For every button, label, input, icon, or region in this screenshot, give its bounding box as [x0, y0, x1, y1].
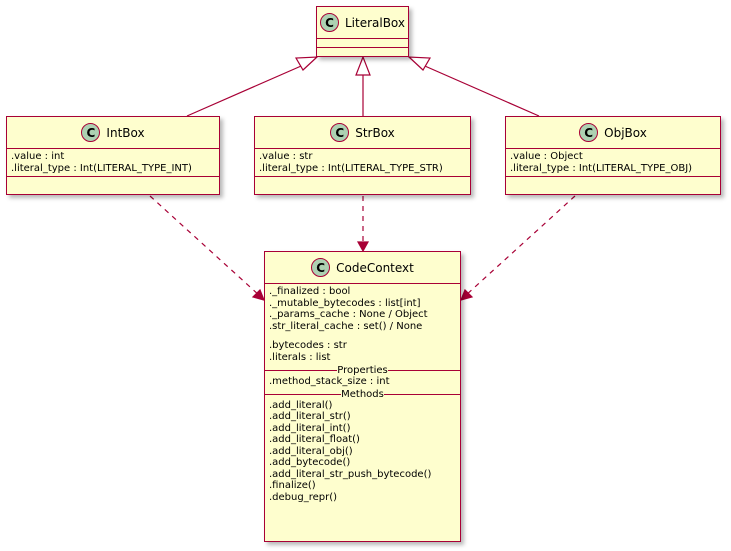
field: .literal_type : Int(LITERAL_TYPE_INT) [11, 162, 192, 174]
class-name: StrBox [355, 125, 395, 140]
class-codecontext-header: C CodeContext [265, 252, 460, 283]
properties-title: Properties [337, 365, 388, 376]
attributes-compartment: .value : Object .literal_type : Int(LITE… [506, 148, 720, 176]
properties-separator: Properties [265, 365, 460, 376]
class-stereotype-icon: C [311, 258, 331, 277]
class-strbox[interactable]: C StrBox .value : str .literal_type : In… [254, 116, 471, 195]
method: .add_literal() [269, 399, 333, 411]
class-name: ObjBox [604, 125, 647, 140]
inherit-arrowhead-strbox [355, 55, 371, 76]
methods-compartment [255, 176, 470, 177]
class-stereotype-icon: C [81, 123, 101, 142]
dependency-edge-intbox [149, 195, 261, 297]
dependency-edge-objbox [464, 195, 576, 297]
field-group-spacer [269, 332, 460, 340]
method: .add_literal_str() [269, 411, 351, 422]
class-name: CodeContext [336, 260, 414, 275]
field: .value : str [259, 151, 313, 162]
field: .literal_type : Int(LITERAL_TYPE_STR) [259, 162, 443, 174]
method: .add_literal_int() [269, 422, 351, 434]
field: .value : int [11, 151, 65, 162]
field: .value : Object [510, 151, 583, 162]
method: .add_bytecode() [269, 457, 351, 468]
properties-compartment: .method_stack_size : int [265, 376, 460, 389]
field: ._mutable_bytecodes : list[int] [269, 297, 421, 309]
field: ._params_cache : None / Object [269, 309, 428, 320]
methods-title: Methods [341, 388, 384, 400]
dependency-arrowhead-objbox [459, 288, 474, 301]
inherit-arrowhead-objbox [407, 56, 432, 71]
attributes-compartment: ._finalized : bool ._mutable_bytecodes :… [265, 283, 460, 365]
property: .method_stack_size : int [269, 376, 390, 387]
inherit-edge-intbox [186, 62, 309, 117]
method: .debug_repr() [269, 491, 338, 503]
method: .add_literal_obj() [269, 445, 353, 457]
class-intbox-header: C IntBox [7, 117, 219, 148]
class-stereotype-icon: C [330, 123, 350, 142]
field: ._finalized : bool [269, 286, 351, 297]
field: .bytecodes : str [269, 340, 347, 351]
methods-compartment [317, 47, 408, 48]
class-name: IntBox [106, 125, 145, 140]
method: .add_literal_float() [269, 434, 360, 445]
inherit-arrowhead-intbox [294, 56, 319, 71]
class-intbox[interactable]: C IntBox .value : int .literal_type : In… [6, 116, 220, 195]
field: .literal_type : Int(LITERAL_TYPE_OBJ) [510, 162, 693, 174]
class-strbox-header: C StrBox [255, 117, 470, 148]
field: .literals : list [269, 351, 331, 363]
class-literalbox-header: C LiteralBox [317, 7, 408, 38]
inherit-edge-objbox [417, 62, 540, 117]
class-stereotype-icon: C [319, 13, 339, 32]
attributes-compartment: .value : str .literal_type : Int(LITERAL… [255, 148, 470, 176]
methods-compartment [506, 176, 720, 177]
field: .str_literal_cache : set() / None [269, 320, 423, 332]
methods-compartment [7, 176, 219, 177]
attributes-compartment: .value : int .literal_type : Int(LITERAL… [7, 148, 219, 176]
attributes-compartment [317, 38, 408, 47]
method: .finalize() [269, 480, 316, 491]
methods-compartment: .add_literal() .add_literal_str() .add_l… [265, 400, 460, 506]
class-stereotype-icon: C [579, 123, 599, 142]
class-objbox-header: C ObjBox [506, 117, 720, 148]
dependency-arrowhead-strbox [356, 241, 370, 253]
dependency-arrowhead-intbox [251, 288, 266, 301]
class-objbox[interactable]: C ObjBox .value : Object .literal_type :… [505, 116, 721, 195]
class-name: LiteralBox [344, 15, 406, 30]
method: .add_literal_str_push_bytecode() [269, 468, 432, 480]
class-codecontext[interactable]: C CodeContext ._finalized : bool ._mutab… [264, 251, 461, 542]
methods-separator: Methods [265, 389, 460, 400]
class-literalbox[interactable]: C LiteralBox [316, 6, 409, 57]
